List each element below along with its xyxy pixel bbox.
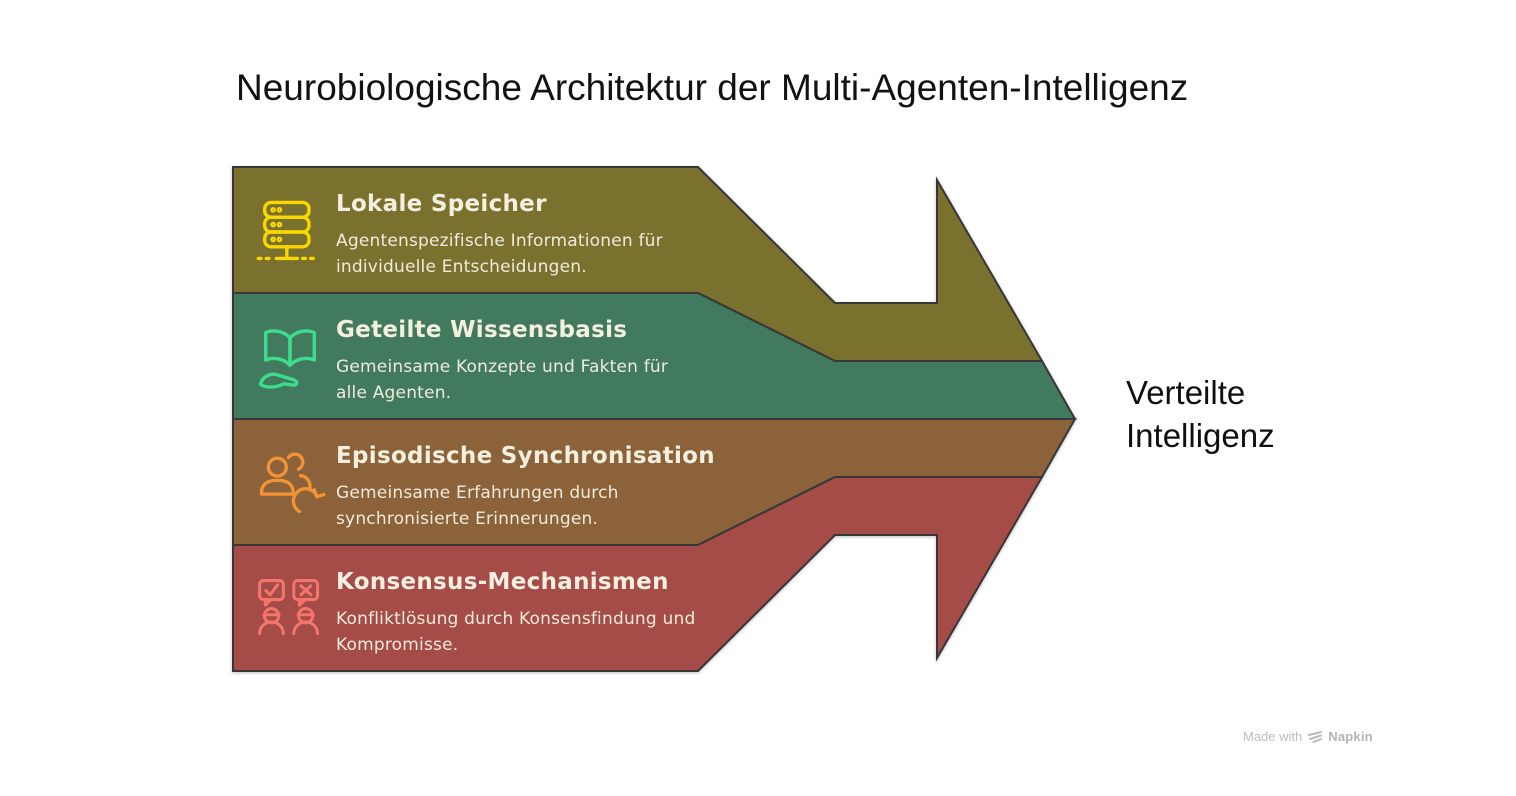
band-description-line: individuelle Entscheidungen. xyxy=(336,257,587,277)
band-description-line: Kompromisse. xyxy=(336,635,459,655)
page-title: Neurobiologische Architektur der Multi-A… xyxy=(236,67,1189,108)
book-hand-icon xyxy=(252,320,328,396)
band-description-line: synchronisierte Erinnerungen. xyxy=(336,509,599,529)
band-description-geteilte-wissensbasis: Gemeinsame Konzepte und Fakten für alle … xyxy=(336,354,668,406)
band-description-line: Konfliktlösung durch Konsensfindung und xyxy=(336,609,696,629)
band-description-line: Gemeinsame Erfahrungen durch xyxy=(336,483,619,503)
result-label-line: Verteilte xyxy=(1126,374,1246,411)
band-description-konsensus-mechanismen: Konfliktlösung durch Konsensfindung und … xyxy=(336,606,695,658)
band-shape-konsensus-mechanismen xyxy=(232,476,1044,672)
watermark: Made with Napkin xyxy=(1243,729,1373,744)
band-title-konsensus-mechanismen: Konsensus-Mechanismen xyxy=(336,569,669,595)
band-description-lokale-speicher: Agentenspezifische Informationen für ind… xyxy=(336,228,663,280)
band-description-line: Gemeinsame Konzepte und Fakten für xyxy=(336,357,669,377)
napkin-logo-icon xyxy=(1308,730,1323,743)
watermark-brand: Napkin xyxy=(1328,729,1373,744)
band-title-episodische-synchronisation: Episodische Synchronisation xyxy=(336,443,715,469)
consensus-check-x-icon xyxy=(252,572,328,648)
band-title-geteilte-wissensbasis: Geteilte Wissensbasis xyxy=(336,317,628,343)
watermark-text: Made with xyxy=(1243,729,1303,744)
people-sync-icon xyxy=(252,446,328,522)
band-description-line: alle Agenten. xyxy=(336,383,452,403)
result-label: Verteilte Intelligenz xyxy=(1126,371,1275,457)
band-description-episodische-synchronisation: Gemeinsame Erfahrungen durch synchronisi… xyxy=(336,480,619,532)
band-title-lokale-speicher: Lokale Speicher xyxy=(336,191,547,217)
band-description-line: Agentenspezifische Informationen für xyxy=(336,231,663,251)
database-icon xyxy=(252,194,328,270)
result-label-line: Intelligenz xyxy=(1126,417,1275,454)
